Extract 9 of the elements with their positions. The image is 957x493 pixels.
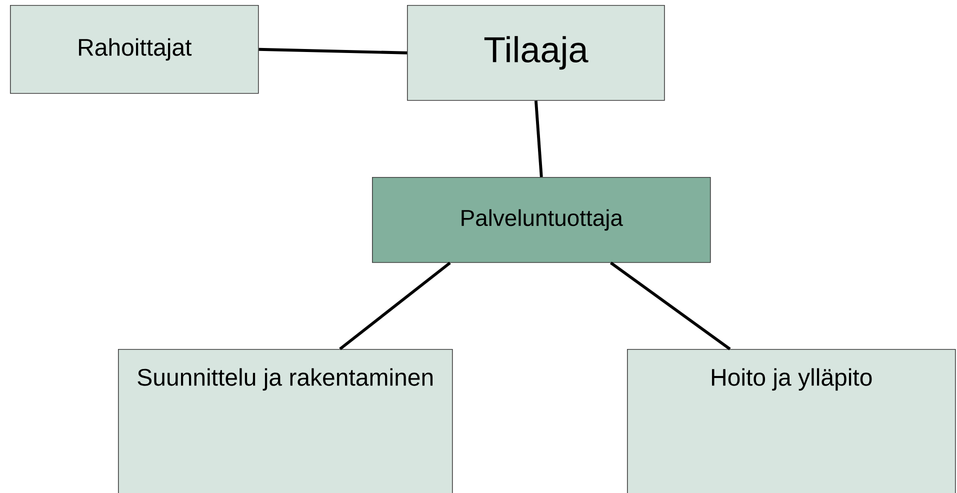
connector-line — [258, 48, 408, 54]
process-box: Rahoittajat — [10, 5, 259, 94]
connector-line — [534, 100, 543, 178]
connector-line — [610, 262, 731, 350]
process-box: Palveluntuottaja — [372, 177, 711, 263]
process-box: Hoito ja ylläpito — [627, 349, 956, 493]
process-box: Tilaaja — [407, 5, 665, 101]
process-box: Suunnittelu ja rakentaminen — [118, 349, 453, 493]
connector-line — [339, 262, 451, 350]
